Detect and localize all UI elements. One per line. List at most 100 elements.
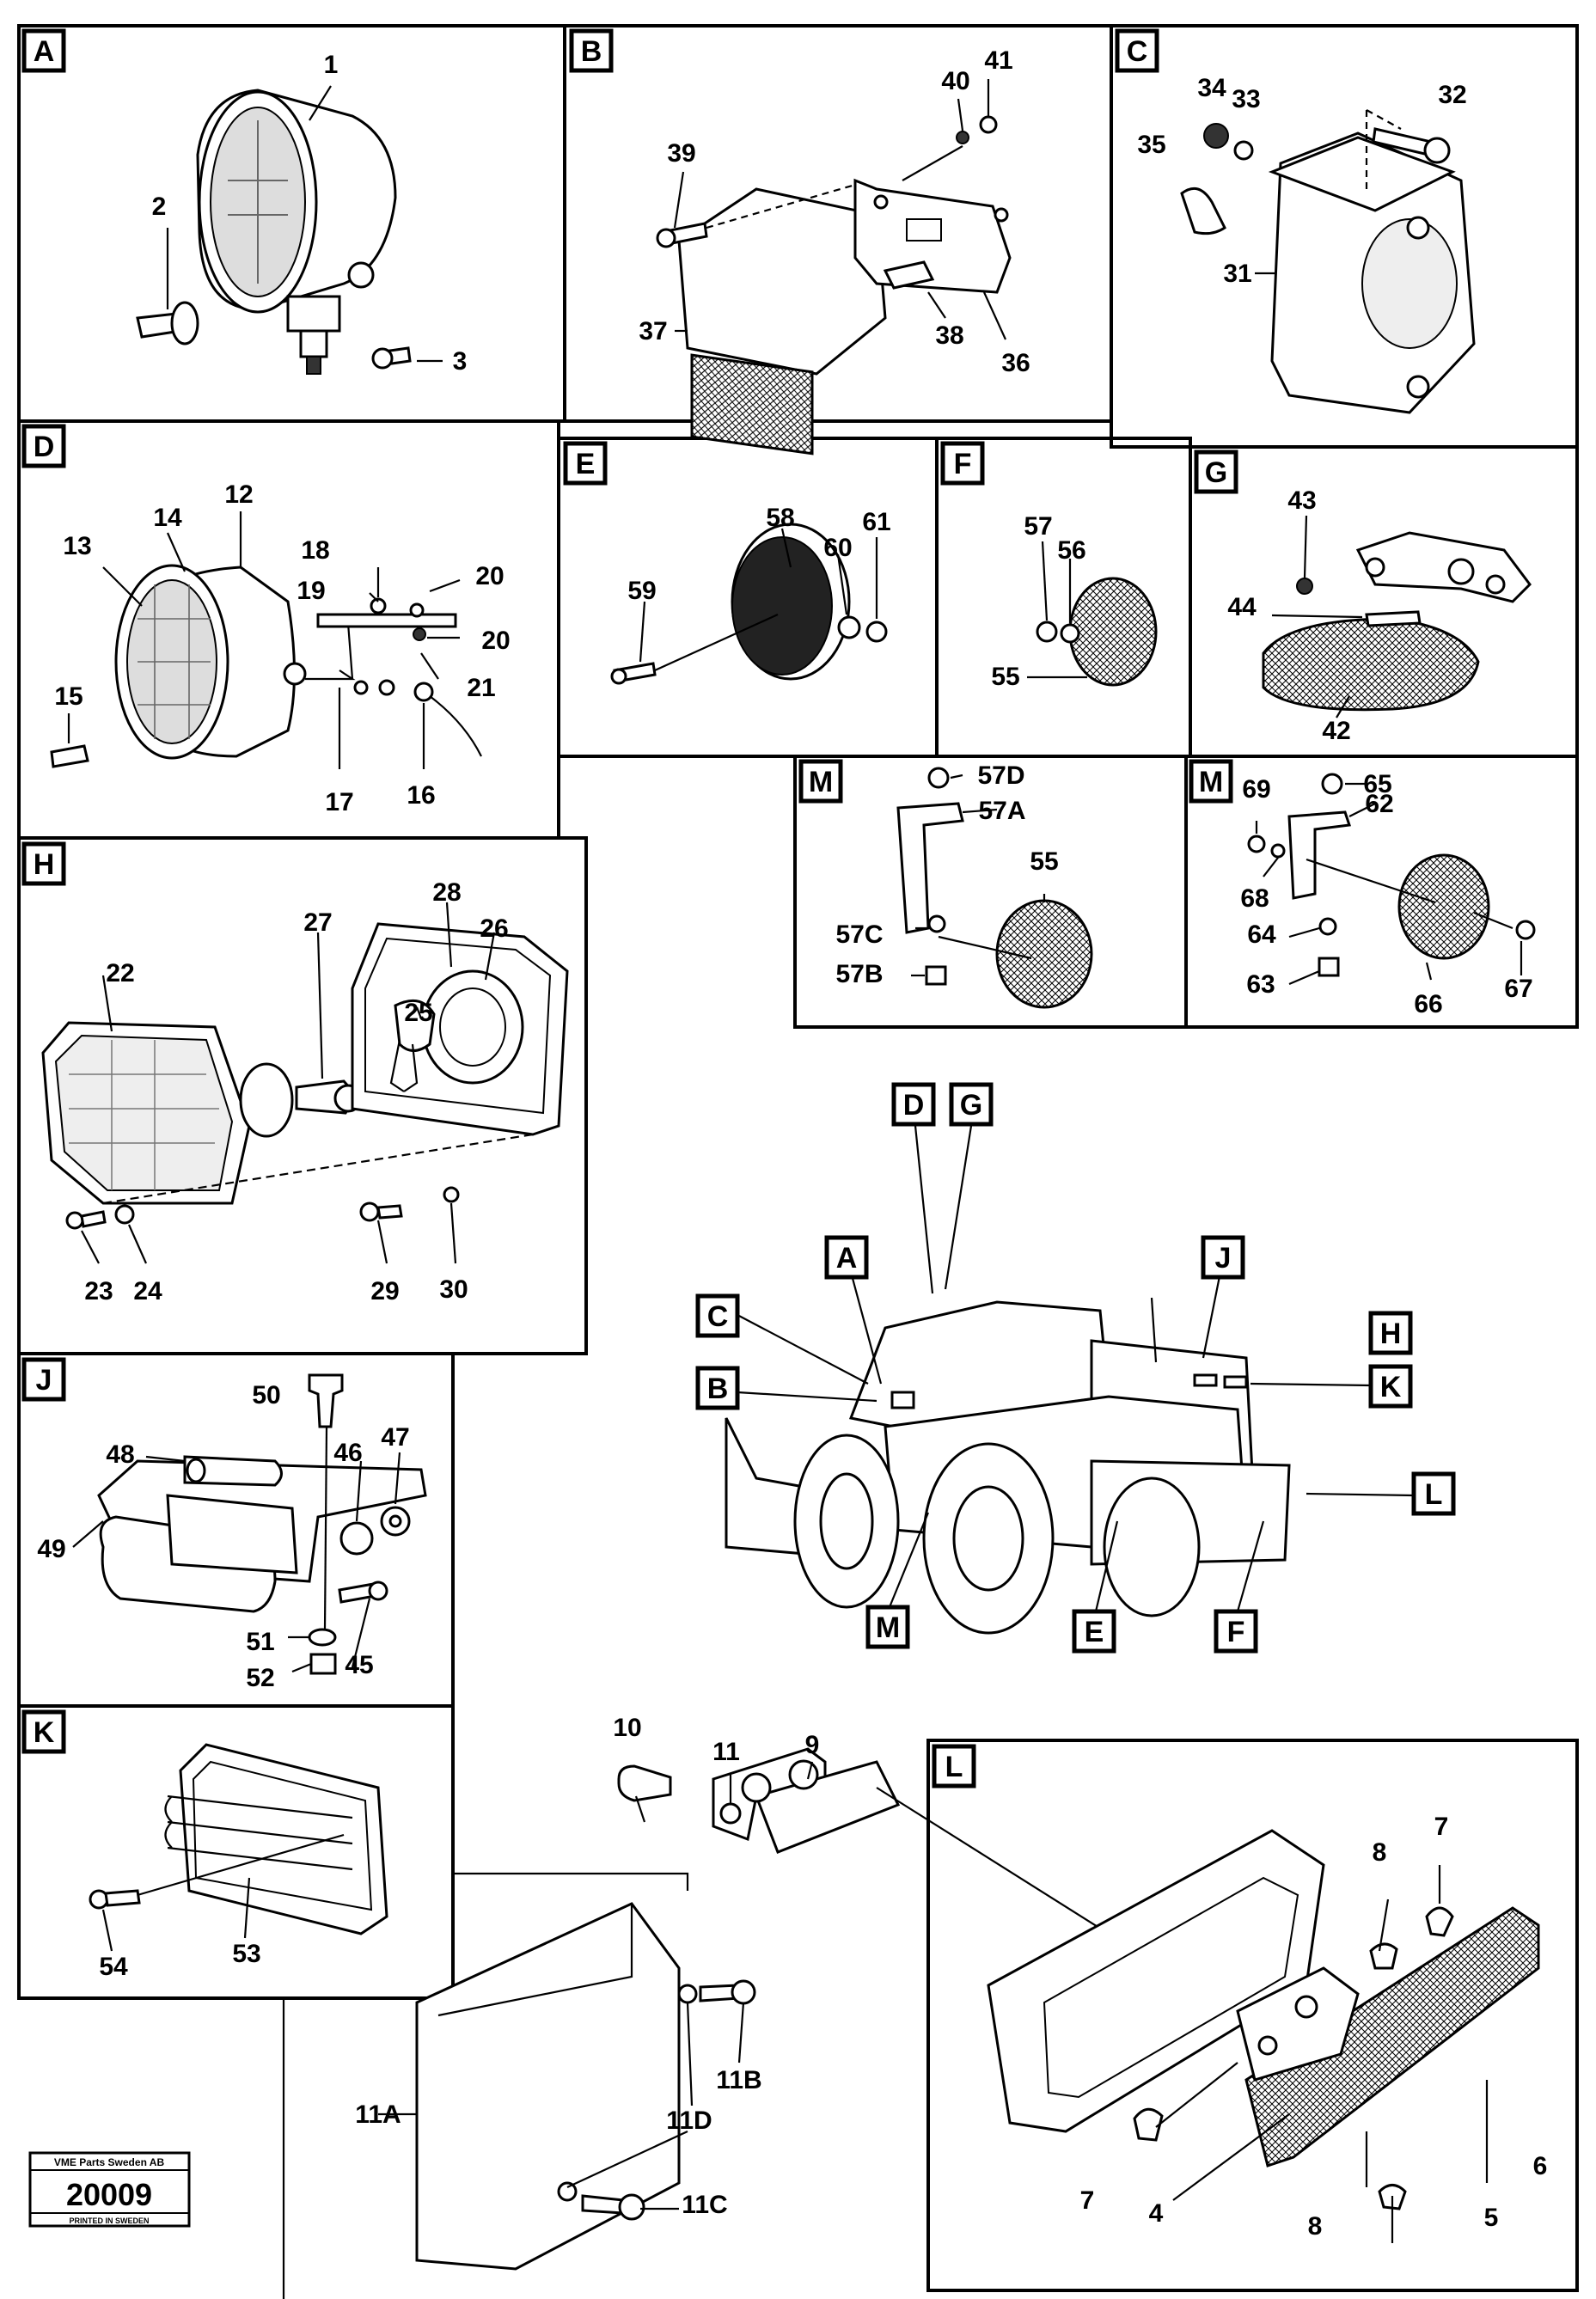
part-number-label: 20 [481, 627, 510, 655]
part-number-label: 38 [935, 321, 963, 350]
part-number-label: 29 [370, 1277, 399, 1305]
part-labels-a: 1 2 3 [152, 51, 468, 376]
part-number-label: 43 [1287, 486, 1316, 515]
overview-leaders [737, 1125, 1415, 1612]
panel-tag-label: H [34, 848, 55, 881]
part-number-label: 21 [467, 674, 495, 702]
panel-tag-m2: M [1189, 759, 1233, 804]
part-number-label: 34 [1197, 74, 1226, 102]
part-number-label: 35 [1137, 131, 1165, 159]
part-number-label: 50 [252, 1381, 280, 1409]
part-number-label: 2 [152, 193, 167, 221]
part-number-label: 16 [407, 781, 435, 810]
panel-tag-label: A [34, 35, 55, 68]
stamp-company: VME Parts Sweden AB [54, 2156, 165, 2168]
wheel-loader-overview [725, 1297, 1291, 1635]
part-number-label: 9 [805, 1731, 820, 1759]
part-number-label: 22 [106, 959, 134, 987]
part-number-label: 11 [712, 1738, 740, 1766]
part-number-label: 33 [1232, 85, 1260, 113]
part-number-label: 40 [941, 67, 969, 95]
overview-callout-label: C [707, 1300, 729, 1333]
part-number-label: 14 [153, 504, 182, 532]
part-number-label: 36 [1001, 349, 1030, 377]
panel-m2-reflector-bracket [1247, 773, 1536, 986]
part-number-label: 57B [835, 960, 883, 988]
panel-k-grille-lamp [89, 1743, 388, 1952]
part-number-label: 20 [475, 562, 504, 590]
part-number-label: 13 [63, 532, 91, 560]
part-number-label: 57A [978, 797, 1025, 825]
stamp-number: 20009 [66, 2177, 152, 2212]
panel-tag-e: E [563, 441, 608, 486]
part-number-label: 66 [1414, 990, 1442, 1018]
overview-callout-label: L [1425, 1478, 1443, 1511]
overview-callout-label: M [876, 1611, 900, 1644]
overview-callout-label: D [903, 1089, 925, 1122]
overview-callout-a: A [824, 1235, 869, 1280]
part-number-label: 32 [1438, 81, 1466, 109]
part-number-label: 39 [667, 139, 695, 168]
panel-tag-label: J [36, 1364, 52, 1397]
part-number-label: 57 [1024, 512, 1052, 541]
part-number-label: 62 [1365, 790, 1393, 818]
part-number-label: 24 [133, 1277, 162, 1305]
part-number-label: 68 [1240, 884, 1269, 913]
panel-l-rear-light [987, 1829, 1540, 2243]
part-number-label: 44 [1227, 593, 1257, 621]
bracket-assembly [378, 1747, 1110, 2271]
panel-tag-h: H [21, 841, 66, 886]
panel-tag-k: K [21, 1709, 66, 1754]
panel-tag-label: E [576, 448, 596, 480]
overview-callout-b: B [695, 1366, 740, 1410]
part-number-label: 48 [106, 1440, 134, 1469]
part-number-label: 7 [1080, 2186, 1095, 2215]
part-number-label: 42 [1322, 717, 1350, 745]
part-number-label: 49 [37, 1535, 65, 1563]
part-number-label: 8 [1308, 2212, 1323, 2241]
part-number-label: 27 [303, 908, 332, 937]
part-number-label: 65 [1363, 770, 1391, 798]
part-number-label: 64 [1247, 920, 1276, 949]
part-number-label: 52 [246, 1664, 274, 1692]
panel-f-small-reflector [1027, 541, 1158, 687]
part-number-label: 55 [991, 663, 1019, 691]
part-number-label: 31 [1223, 260, 1251, 288]
part-number-label: 58 [766, 504, 794, 532]
overview-callout-k: K [1368, 1364, 1413, 1409]
part-number-label: 5 [1484, 2204, 1499, 2232]
part-number-label: 18 [301, 536, 329, 565]
panel-tag-label: B [581, 35, 602, 68]
panel-frames [17, 24, 1579, 2299]
part-number-label: 3 [453, 347, 468, 376]
part-number-label: 1 [324, 51, 339, 79]
panel-tag-label: L [945, 1751, 963, 1783]
part-number-label: 61 [862, 508, 890, 536]
panel-a-work-lamp [136, 85, 443, 375]
panel-tag-label: G [1205, 456, 1227, 489]
part-number-label: 17 [325, 788, 353, 816]
overview-callout-label: K [1380, 1371, 1402, 1403]
part-number-label: 57C [835, 920, 883, 949]
panel-tag-label: C [1127, 35, 1148, 68]
part-number-label: 59 [627, 577, 656, 605]
part-number-label: 23 [84, 1277, 113, 1305]
panel-tag-label: F [954, 448, 972, 480]
part-number-label: 30 [439, 1275, 468, 1304]
part-number-label: 11B [716, 2066, 761, 2094]
panel-tag-l: L [932, 1744, 976, 1788]
panel-tag-c: C [1115, 28, 1159, 73]
panel-h-rect-headlamp [41, 902, 569, 1264]
part-number-label: 11C [682, 2191, 727, 2219]
